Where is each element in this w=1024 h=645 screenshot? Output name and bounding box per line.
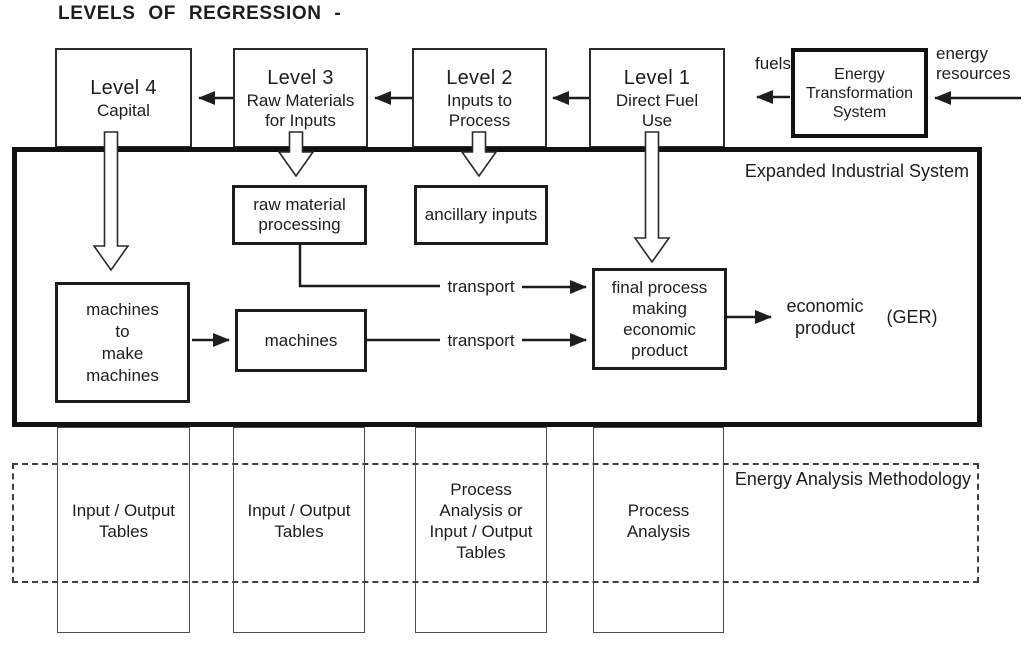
level-4-subtitle: Capital [97,100,150,120]
energy-analysis-methodology-label: Energy Analysis Methodology [734,469,971,489]
machines-to-make-machines-box: machines to make machines [55,282,190,403]
level-1-name: Level 1 [623,66,691,89]
energy-transformation-system-box: Energy Transformation System [791,48,928,138]
methodology-column-4-label: Process Analysis [626,501,691,541]
ger-label: (GER) [886,307,938,327]
methodology-column-4: Process Analysis [593,427,724,633]
expanded-industrial-system-label: Expanded Industrial System [744,161,969,181]
level-3-subtitle: Raw Materials for Inputs [246,90,355,130]
level-3-name: Level 3 [267,66,334,89]
transport-label-lower: transport [447,331,515,350]
methodology-column-1-label: Input / Output Tables [71,501,175,541]
methodology-column-3-label: Process Analysis or Input / Output Table… [429,480,533,562]
methodology-column-2-label: Input / Output Tables [247,501,351,541]
level-1-box: Level 1 Direct Fuel Use [589,48,725,148]
diagram-title: LEVELS OF REGRESSION - [58,3,342,24]
level-4-name: Level 4 [90,76,157,99]
methodology-column-2: Input / Output Tables [233,427,365,633]
methodology-column-3: Process Analysis or Input / Output Table… [415,427,547,633]
level-2-subtitle: Inputs to Process [446,90,513,130]
level-1-subtitle: Direct Fuel Use [615,90,699,130]
raw-material-processing-box: raw material processing [232,185,367,245]
energy-resources-label: energy resources [936,44,1011,83]
level-2-box: Level 2 Inputs to Process [412,48,547,148]
ancillary-inputs-box: ancillary inputs [414,185,548,245]
methodology-column-1: Input / Output Tables [57,427,190,633]
level-3-box: Level 3 Raw Materials for Inputs [233,48,368,148]
transport-label-upper: transport [447,277,515,296]
fuels-label: fuels [755,54,791,73]
level-2-name: Level 2 [446,66,513,89]
final-process-box: final process making economic product [592,268,727,370]
level-4-box: Level 4 Capital [55,48,192,148]
economic-product-label: economic product [786,296,864,338]
machines-box: machines [235,309,367,372]
energy-analysis-methodology-box: Energy Analysis Methodology [12,463,979,583]
